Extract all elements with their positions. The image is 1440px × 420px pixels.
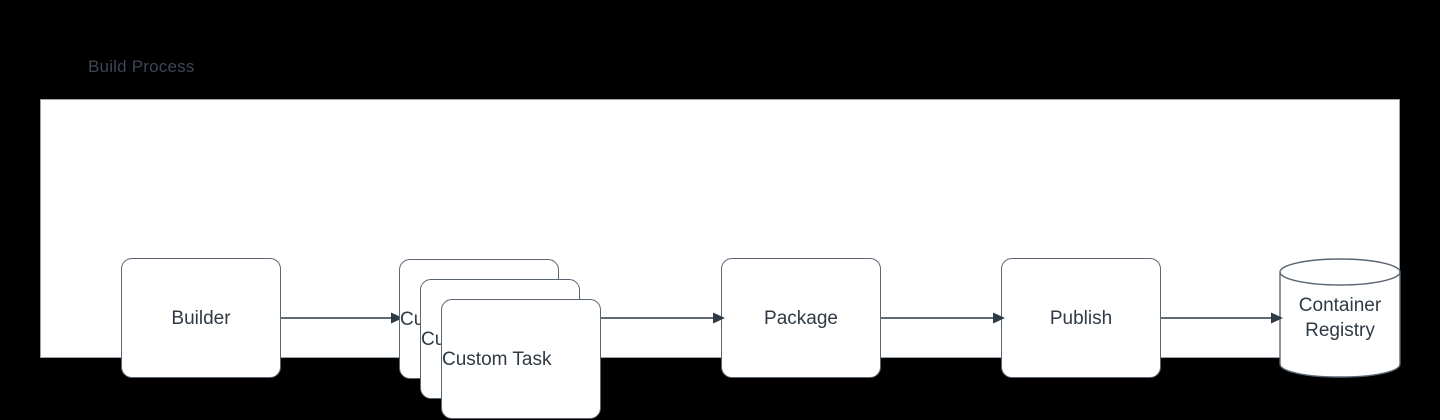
edge-builder-to-custom-task [281, 311, 403, 325]
edge-custom-task-to-package [601, 311, 725, 325]
node-builder[interactable]: Builder [121, 258, 281, 378]
node-container-registry[interactable]: Container Registry [1279, 258, 1401, 378]
node-custom-task-front-label: Custom Task [442, 348, 552, 370]
build-process-container: Builder Custom Task Custom Task Custom T… [40, 99, 1401, 419]
node-builder-label: Builder [171, 307, 231, 329]
edge-package-to-publish [881, 311, 1005, 325]
diagram-canvas: Build Process Builder Custom Task Custom… [40, 57, 1401, 419]
node-publish[interactable]: Publish [1001, 258, 1161, 378]
node-package[interactable]: Package [721, 258, 881, 378]
node-container-registry-label: Container Registry [1298, 295, 1382, 341]
node-publish-label: Publish [1049, 307, 1113, 329]
node-custom-task-stack[interactable]: Custom Task Custom Task Custom Task [399, 259, 601, 420]
group-title: Build Process [88, 57, 195, 76]
node-package-label: Package [764, 307, 838, 329]
node-custom-task-front[interactable]: Custom Task [441, 299, 601, 419]
cylinder-shape [1279, 258, 1401, 378]
edge-publish-to-container-registry [1161, 311, 1283, 325]
